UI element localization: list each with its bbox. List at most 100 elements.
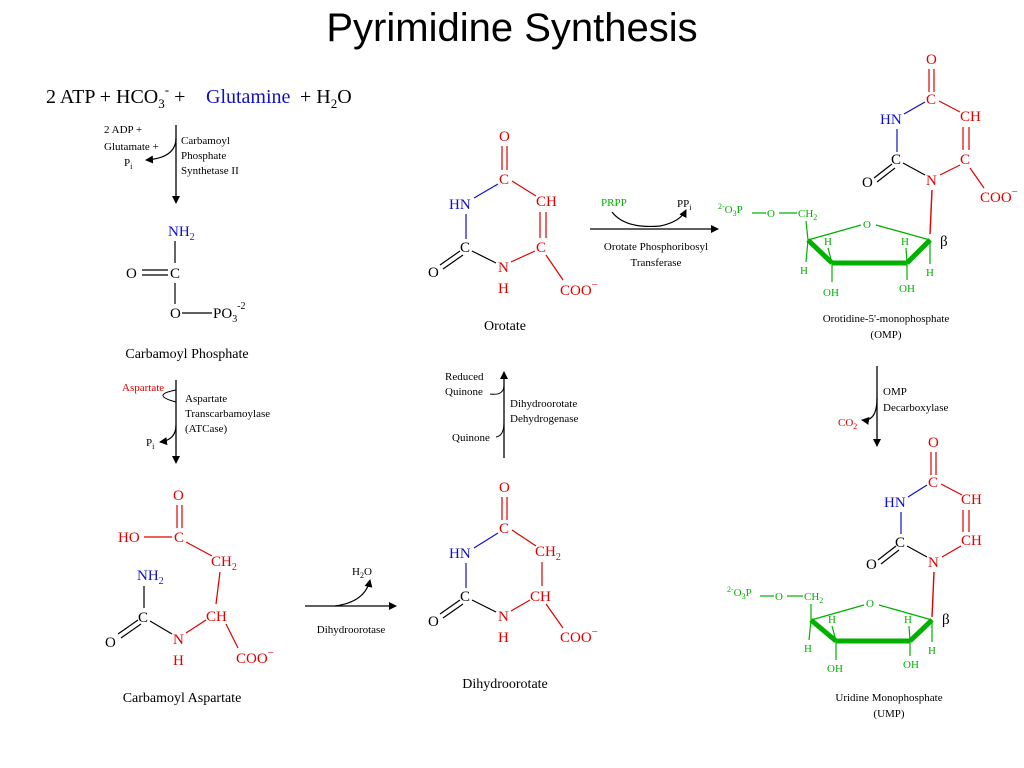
svg-text:β: β [942, 612, 950, 628]
svg-text:C: C [499, 521, 509, 537]
svg-text:HN: HN [449, 546, 471, 562]
svg-text:O: O [866, 557, 877, 573]
svg-text:Pi: Pi [124, 157, 133, 171]
dihydroorotate-caption: Dihydroorotate [462, 677, 548, 692]
svg-text:H2O: H2O [352, 566, 372, 580]
step-atcase: Aspartate Aspartate Transcarbamoylase (A… [122, 380, 270, 464]
carbamoyl-aspartate-caption: Carbamoyl Aspartate [123, 691, 242, 706]
svg-text:COO−: COO− [560, 626, 598, 646]
svg-text:Transcarbamoylase: Transcarbamoylase [185, 408, 270, 420]
ump-caption: Uridine Monophosphate [835, 692, 942, 704]
svg-text:O: O [105, 635, 116, 651]
svg-text:O: O [428, 265, 439, 281]
svg-text:Transferase: Transferase [631, 257, 682, 269]
svg-text:H: H [928, 645, 936, 657]
svg-text:H: H [498, 281, 509, 297]
svg-text:PRPP: PRPP [601, 197, 627, 209]
svg-text:Quinone: Quinone [445, 386, 483, 398]
svg-text:H: H [173, 653, 184, 669]
svg-text:O: O [862, 175, 873, 191]
svg-text:O: O [499, 480, 510, 496]
svg-text:H: H [804, 643, 812, 655]
dihydroorotate: O C HN CH2 C CH O N H COO− Dihydroorotat… [428, 480, 598, 692]
svg-text:C: C [460, 240, 470, 256]
svg-text:Orotate Phosphoribosyl: Orotate Phosphoribosyl [604, 241, 708, 253]
svg-text:CH2: CH2 [804, 591, 823, 605]
overall-equation: 2 ATP + HCO3- + Glutamine + H2O [46, 82, 352, 111]
svg-text:H: H [800, 265, 808, 277]
svg-text:(UMP): (UMP) [873, 708, 905, 720]
page-title: Pyrimidine Synthesis [326, 6, 698, 50]
svg-text:Aspartate: Aspartate [122, 382, 164, 394]
svg-text:PO3-2: PO3-2 [213, 301, 246, 325]
svg-text:CH2: CH2 [798, 208, 817, 222]
svg-text:COO−: COO− [560, 279, 598, 299]
svg-text:OH: OH [899, 283, 915, 295]
svg-text:CH: CH [530, 589, 551, 605]
svg-text:HN: HN [449, 197, 471, 213]
svg-text:H: H [498, 630, 509, 646]
svg-text:CO2: CO2 [838, 417, 857, 431]
svg-text:C: C [174, 530, 184, 546]
svg-text:2 ATP + HCO3- +: 2 ATP + HCO3- + [46, 82, 185, 111]
svg-text:C: C [138, 610, 148, 626]
svg-text:CH: CH [206, 609, 227, 625]
step-dhodh: Reduced Quinone Quinone Dihydroorotate D… [445, 371, 579, 458]
svg-text:C: C [960, 152, 970, 168]
svg-text:C: C [170, 266, 180, 282]
svg-text:C: C [891, 152, 901, 168]
ump: O C HN CH C CH O N 2-O3P O [727, 435, 982, 720]
svg-text:2-O3P: 2-O3P [718, 202, 743, 218]
svg-text:CH: CH [961, 533, 982, 549]
svg-text:COO−: COO− [980, 186, 1018, 206]
svg-text:O: O [863, 219, 871, 231]
svg-text:(OMP): (OMP) [870, 329, 902, 341]
svg-text:O: O [767, 208, 775, 220]
svg-text:Dihydroorotate: Dihydroorotate [510, 398, 577, 410]
step-cps2: 2 ADP + Glutamate + Pi Carbamoyl Phospha… [104, 124, 239, 204]
svg-text:Decarboxylase: Decarboxylase [883, 402, 948, 414]
svg-text:Dehydrogenase: Dehydrogenase [510, 413, 579, 425]
svg-text:C: C [926, 92, 936, 108]
svg-text:Reduced: Reduced [445, 371, 484, 383]
svg-text:HN: HN [884, 495, 906, 511]
svg-text:PPi: PPi [677, 198, 692, 212]
orotate: O C HN CH C C O N H COO− Orotate [428, 129, 598, 334]
step-oprt: PRPP PPi Orotate Phosphoribosyl Transfer… [590, 197, 719, 269]
svg-text:O: O [499, 129, 510, 145]
svg-text:(ATCase): (ATCase) [185, 423, 227, 435]
svg-text:NH2: NH2 [168, 224, 195, 243]
svg-text:O: O [866, 598, 874, 610]
svg-text:β: β [940, 234, 948, 250]
svg-text:Dihydroorotase: Dihydroorotase [317, 624, 386, 636]
svg-text:O: O [928, 435, 939, 451]
svg-text:COO−: COO− [236, 647, 274, 667]
glutamine-label: Glutamine [206, 86, 291, 108]
svg-text:OH: OH [827, 663, 843, 675]
svg-text:N: N [926, 173, 937, 189]
svg-text:C: C [460, 589, 470, 605]
omp: O C HN CH C C O N COO− 2-O3P [718, 52, 1018, 341]
svg-text:CH: CH [961, 492, 982, 508]
step-omp-decarboxylase: OMP Decarboxylase CO2 [838, 366, 948, 447]
svg-text:N: N [928, 555, 939, 571]
svg-text:Phosphate: Phosphate [181, 150, 226, 162]
svg-text:CH2: CH2 [211, 554, 237, 573]
svg-text:H: H [926, 267, 934, 279]
svg-text:C: C [536, 240, 546, 256]
svg-text:Glutamate +: Glutamate + [104, 141, 159, 153]
svg-text:O: O [126, 266, 137, 282]
svg-text:CH: CH [536, 194, 557, 210]
svg-text:H: H [828, 614, 836, 626]
svg-text:H: H [824, 236, 832, 248]
carbamoyl-phosphate-caption: Carbamoyl Phosphate [125, 347, 248, 362]
svg-text:OH: OH [823, 287, 839, 299]
carbamoyl-phosphate: NH2 O C O PO3-2 Carbamoyl Phosphate [125, 224, 248, 362]
svg-text:O: O [170, 306, 181, 322]
svg-text:N: N [498, 260, 509, 276]
svg-text:C: C [895, 535, 905, 551]
svg-text:+ H2O: + H2O [300, 86, 352, 111]
carbamoyl-aspartate: O HO C CH2 CH COO− NH2 C O N H Carbamoyl… [105, 488, 274, 706]
step-dihydroorotase: H2O Dihydroorotase [305, 566, 397, 636]
